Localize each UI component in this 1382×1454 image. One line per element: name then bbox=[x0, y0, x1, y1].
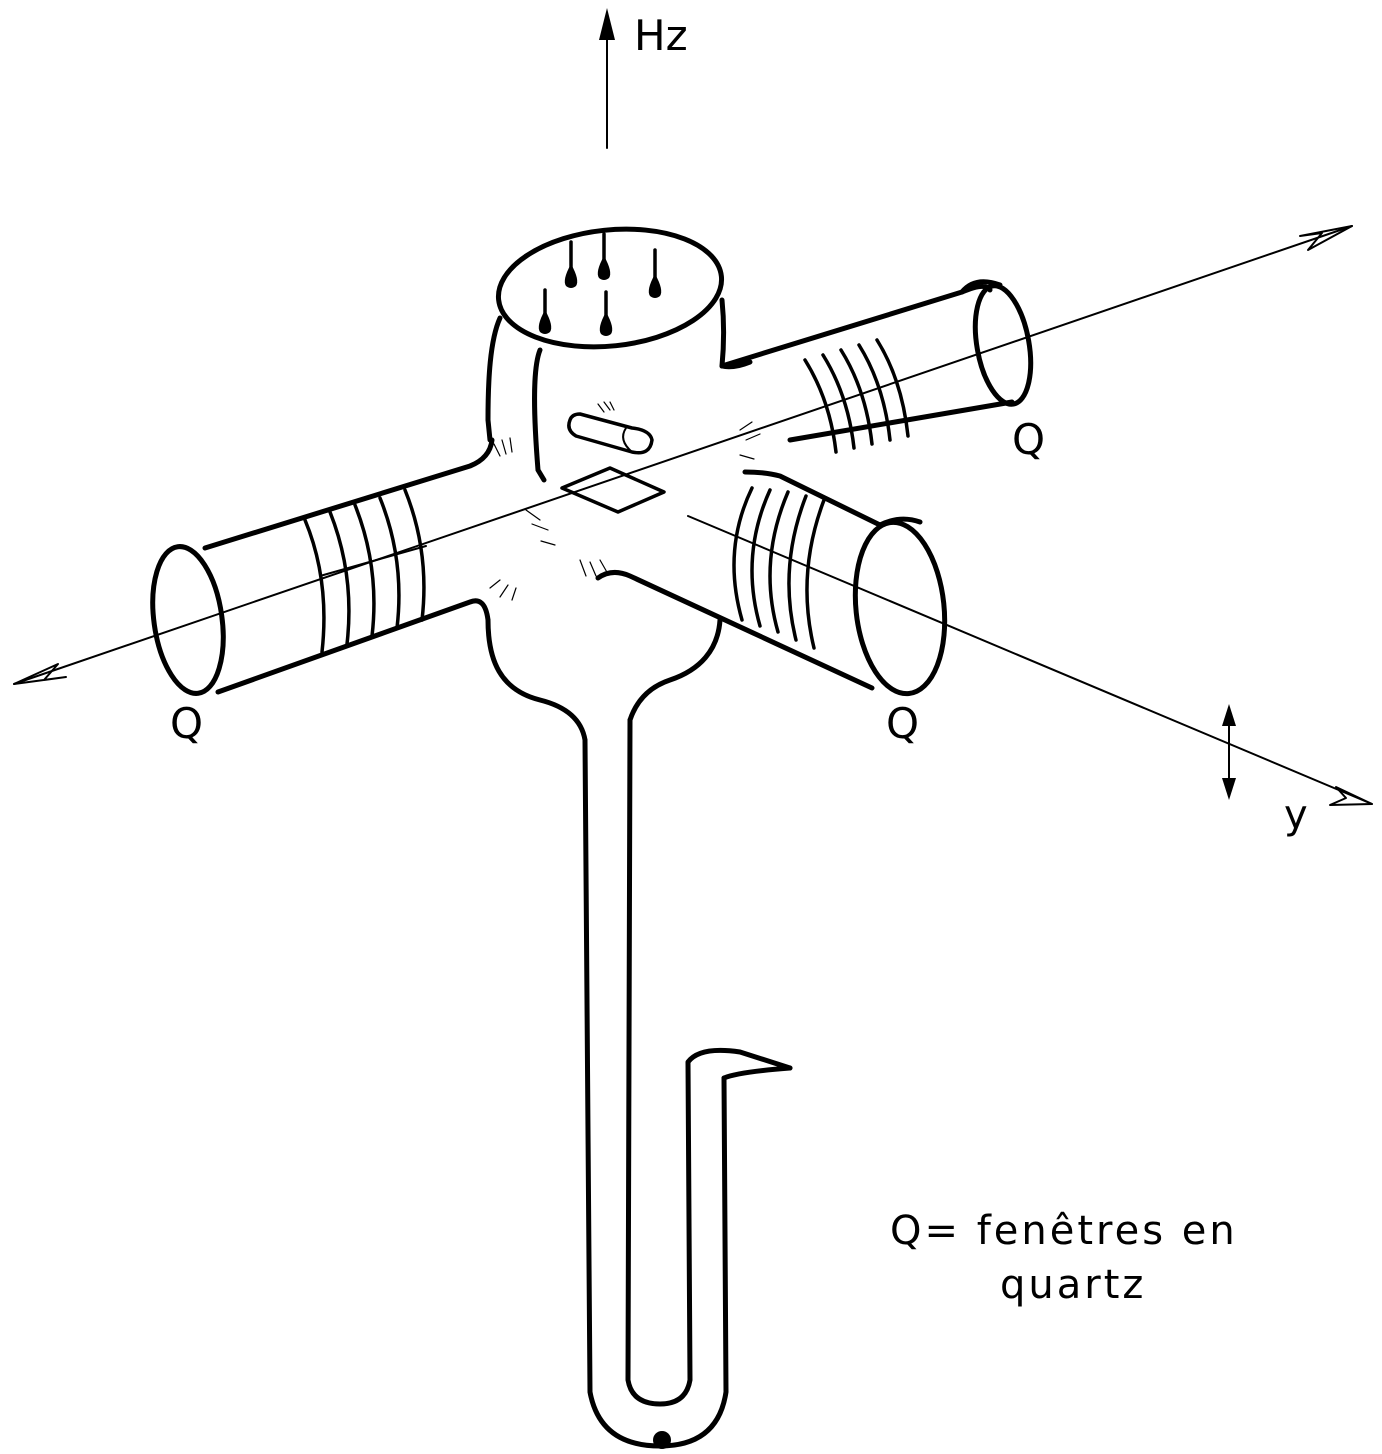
axes bbox=[13, 8, 1373, 806]
tube-left bbox=[150, 437, 495, 696]
tube-right-front bbox=[595, 469, 948, 697]
diagonal-axis-arrowhead-left bbox=[13, 663, 67, 685]
legend-line-1: Q= fenêtres en bbox=[890, 1208, 1238, 1254]
quartz-window-right-back bbox=[972, 283, 1034, 407]
central-body bbox=[485, 226, 761, 743]
double-arrow-head-top bbox=[1222, 704, 1236, 726]
y-label: y bbox=[1284, 792, 1308, 838]
diagonal-axis-arrowhead-right bbox=[1299, 225, 1353, 251]
double-arrow-head-bottom bbox=[1222, 778, 1236, 800]
quartz-window-left bbox=[150, 544, 226, 696]
pin bbox=[538, 288, 552, 334]
stem-tube bbox=[582, 717, 793, 1449]
hz-arrowhead bbox=[599, 8, 615, 40]
q-label-left: Q bbox=[170, 699, 203, 748]
q-label-right-back: Q bbox=[1012, 415, 1045, 464]
sample-plate bbox=[560, 466, 666, 514]
q-label-right-front: Q bbox=[886, 699, 919, 748]
diagonal-axis-line bbox=[13, 225, 1353, 685]
y-axis-arrowhead bbox=[1329, 786, 1373, 806]
legend-line-2: quartz bbox=[1000, 1262, 1146, 1308]
sample-holder-roll bbox=[567, 412, 654, 455]
pin bbox=[597, 232, 611, 280]
pin bbox=[599, 290, 613, 336]
mercury-drop bbox=[653, 1431, 671, 1449]
hz-label: Hz bbox=[634, 11, 688, 60]
electrode-pins bbox=[538, 232, 662, 336]
pin bbox=[564, 240, 578, 288]
pin bbox=[648, 248, 662, 298]
y-axis-line bbox=[687, 515, 1373, 805]
quartz-window-right-front bbox=[852, 519, 948, 697]
top-opening bbox=[495, 226, 725, 350]
labels: Hz y Q Q Q Q= fenêtres en quartz bbox=[170, 11, 1308, 1308]
